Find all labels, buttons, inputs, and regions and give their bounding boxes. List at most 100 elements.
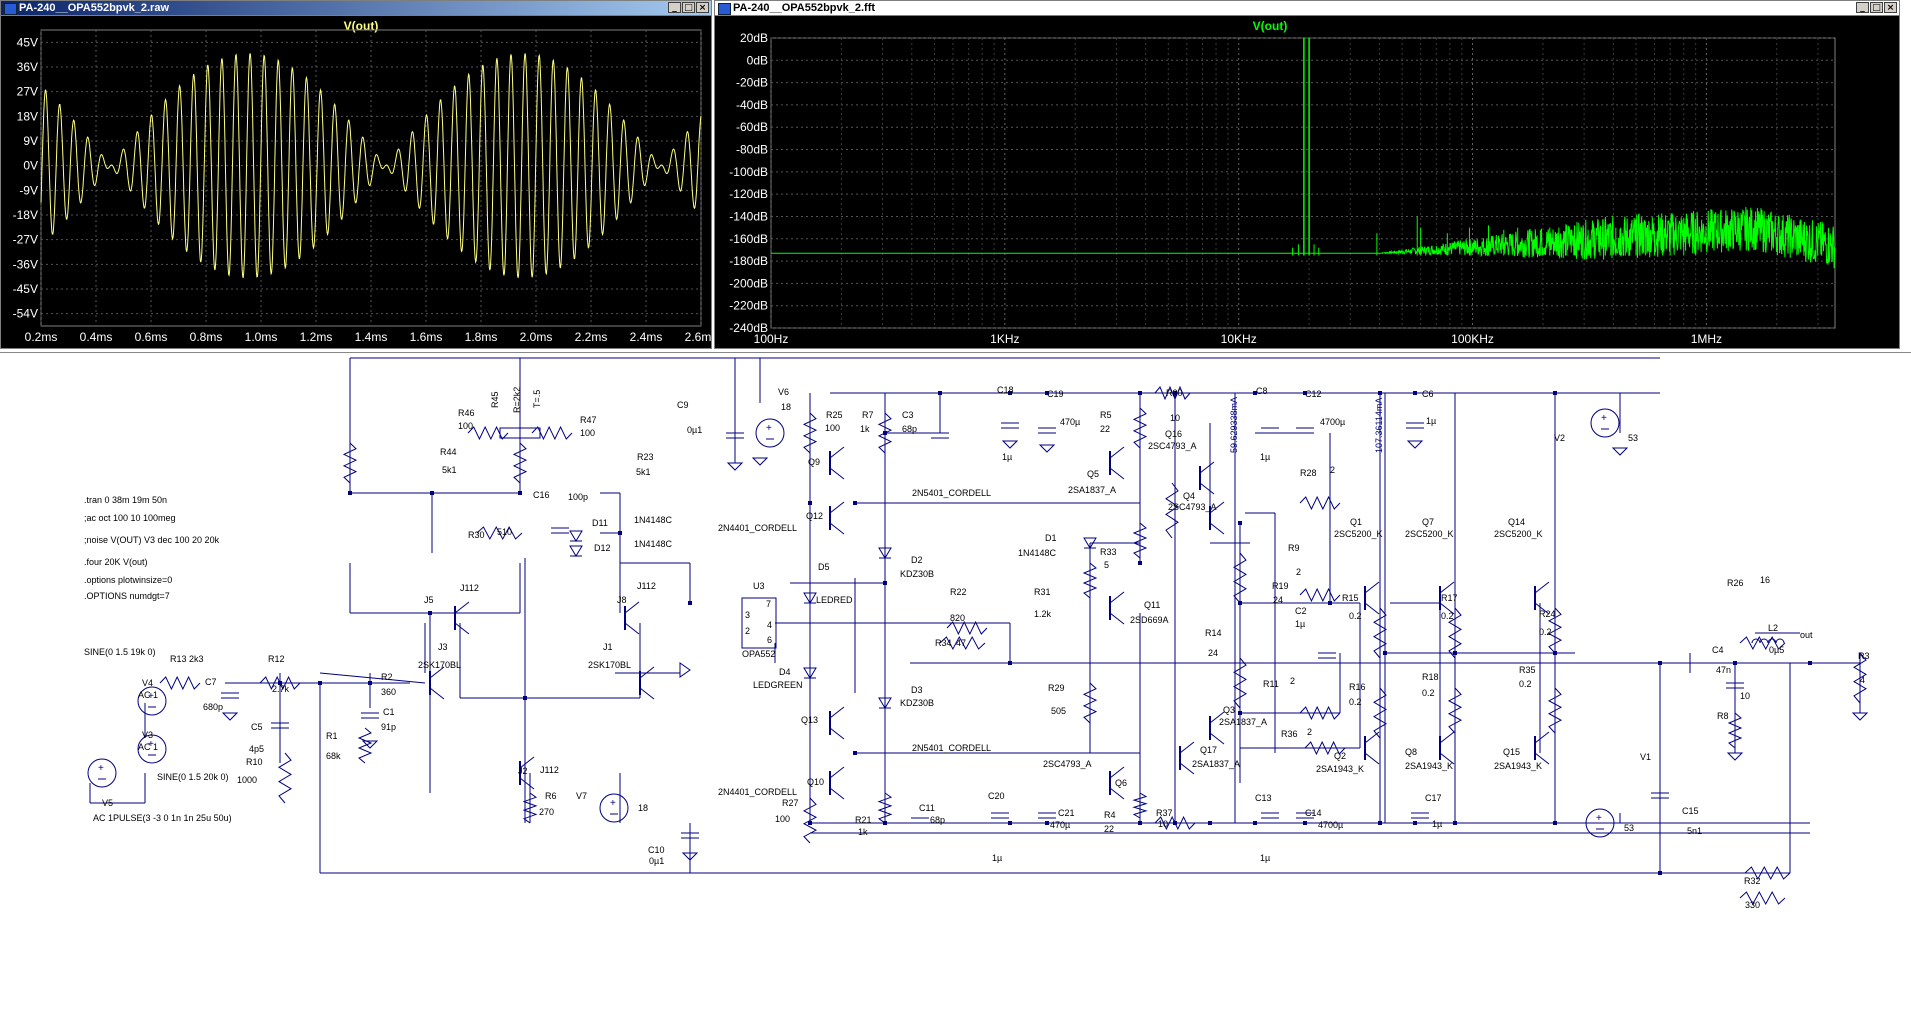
- schematic-label[interactable]: C17: [1425, 793, 1442, 803]
- schematic-label[interactable]: V7: [576, 791, 587, 801]
- schematic-label[interactable]: R16: [1349, 682, 1366, 692]
- schematic-label[interactable]: 2SC5200_K: [1334, 529, 1383, 539]
- schematic-label[interactable]: 1µ: [1260, 452, 1270, 462]
- resistor[interactable]: [1082, 682, 1098, 724]
- schematic-label[interactable]: Q16: [1165, 429, 1182, 439]
- schematic-label[interactable]: 7: [766, 599, 771, 609]
- schematic-label[interactable]: Q12: [806, 511, 823, 521]
- schematic-label[interactable]: R15: [1342, 593, 1359, 603]
- schematic-label[interactable]: LEDRED: [816, 595, 853, 605]
- schematic-label[interactable]: 10: [1740, 691, 1750, 701]
- diode[interactable]: [1083, 537, 1097, 549]
- schematic-label[interactable]: 5k1: [636, 467, 651, 477]
- minimize-button[interactable]: _: [1856, 2, 1869, 13]
- schematic-label[interactable]: J1: [603, 642, 613, 652]
- schematic-label[interactable]: R25: [826, 410, 843, 420]
- schematic-label[interactable]: 0.2: [1539, 627, 1552, 637]
- schematic-label[interactable]: 2SK170BL: [588, 660, 631, 670]
- schematic-label[interactable]: R19: [1272, 581, 1289, 591]
- resistor[interactable]: [259, 675, 301, 691]
- schematic-label[interactable]: R34: [935, 638, 952, 648]
- schematic-label[interactable]: Q15: [1503, 747, 1520, 757]
- schematic-label[interactable]: Q6: [1115, 778, 1127, 788]
- schematic-label[interactable]: 91p: [381, 722, 396, 732]
- schematic-label[interactable]: 4: [767, 620, 772, 630]
- close-button[interactable]: ×: [1884, 2, 1897, 13]
- resistor[interactable]: [1154, 385, 1191, 401]
- schematic-label[interactable]: LEDGREEN: [753, 680, 803, 690]
- schematic-label[interactable]: 2: [1330, 465, 1335, 475]
- schematic-label[interactable]: D5: [818, 562, 830, 572]
- schematic-label[interactable]: C21: [1058, 808, 1075, 818]
- schematic-label[interactable]: 59.629338mA: [1229, 397, 1239, 453]
- schematic-label[interactable]: Q13: [801, 715, 818, 725]
- schematic-label[interactable]: 18: [781, 402, 791, 412]
- schematic-label[interactable]: V3: [142, 730, 153, 740]
- schematic-label[interactable]: 2SC4793_A: [1148, 441, 1197, 451]
- schematic-label[interactable]: AC 1PULSE(3 -3 0 1n 1n 25u 50u): [93, 813, 232, 823]
- schematic-label[interactable]: 2SA1943_K: [1405, 761, 1453, 771]
- schematic-label[interactable]: 470µ: [1050, 820, 1070, 830]
- schematic-label[interactable]: R46: [458, 408, 475, 418]
- schematic-label[interactable]: J2: [518, 766, 528, 776]
- schematic-label[interactable]: C3: [902, 410, 914, 420]
- schematic-label[interactable]: Q4: [1183, 491, 1195, 501]
- fft-plot[interactable]: V(out) 20dB0dB-20dB-40dB-60dB-80dB-100dB…: [715, 16, 1899, 348]
- schematic-label[interactable]: R28: [1300, 468, 1317, 478]
- schematic-label[interactable]: R11: [1263, 679, 1279, 689]
- schematic-label[interactable]: 680p: [203, 702, 223, 712]
- schematic-label[interactable]: C16: [533, 490, 550, 500]
- potentiometer-r45[interactable]: [499, 427, 541, 439]
- schematic-label[interactable]: R17: [1441, 593, 1458, 603]
- schematic-label[interactable]: R3: [1858, 651, 1870, 661]
- schematic-label[interactable]: 2N5401_CORDELL: [912, 743, 991, 753]
- voltage-source[interactable]: [1585, 808, 1615, 838]
- voltage-source[interactable]: [1590, 408, 1620, 438]
- voltage-source[interactable]: [137, 686, 167, 716]
- resistor[interactable]: [342, 442, 358, 484]
- schematic-label[interactable]: R18: [1422, 672, 1439, 682]
- schematic-canvas[interactable]: .tran 0 38m 19m 50n ;ac oct 100 10 100me…: [0, 353, 1911, 1019]
- schematic-label[interactable]: R24: [1539, 609, 1556, 619]
- resistor[interactable]: [939, 635, 986, 651]
- schematic-label[interactable]: U3: [753, 581, 765, 591]
- schematic-label[interactable]: 2SA1943_K: [1316, 764, 1364, 774]
- voltage-source[interactable]: [137, 734, 167, 764]
- schematic-label[interactable]: 68p: [930, 815, 945, 825]
- schematic-label[interactable]: D11: [592, 518, 608, 528]
- schematic-label[interactable]: 1µ: [1432, 819, 1442, 829]
- schematic-label[interactable]: V6: [778, 387, 789, 397]
- resistor[interactable]: [278, 752, 292, 804]
- schematic-label[interactable]: 0.2: [1519, 679, 1532, 689]
- schematic-label[interactable]: R5: [1100, 410, 1112, 420]
- resistor[interactable]: [1299, 705, 1341, 721]
- schematic-label[interactable]: R7: [862, 410, 874, 420]
- schematic-label[interactable]: 1µ: [1002, 452, 1012, 462]
- directive-options-plotwinsize[interactable]: .options plotwinsize=0: [84, 575, 172, 585]
- resistor[interactable]: [1739, 890, 1786, 906]
- schematic-label[interactable]: 24: [1208, 648, 1218, 658]
- schematic-label[interactable]: KDZ30B: [900, 569, 934, 579]
- schematic-label[interactable]: 0µ5: [1769, 645, 1784, 655]
- schematic-label[interactable]: R47: [580, 415, 597, 425]
- schematic-label[interactable]: SINE(0 1.5 19k 0): [84, 647, 156, 657]
- schematic-label[interactable]: 2SC5200_K: [1494, 529, 1543, 539]
- schematic-label[interactable]: 68p: [902, 424, 917, 434]
- resistor[interactable]: [357, 727, 373, 764]
- schematic-label[interactable]: SINE(0 1.5 20k 0): [157, 772, 229, 782]
- schematic-label[interactable]: 47: [956, 638, 966, 648]
- schematic-editor[interactable]: .tran 0 38m 19m 50n ;ac oct 100 10 100me…: [0, 352, 1911, 1019]
- schematic-label[interactable]: C12: [1305, 389, 1322, 399]
- schematic-label[interactable]: C4: [1712, 645, 1724, 655]
- resistor[interactable]: [1853, 652, 1867, 704]
- schematic-label[interactable]: C6: [1422, 389, 1434, 399]
- schematic-label[interactable]: 4p5: [249, 744, 264, 754]
- diode[interactable]: [569, 530, 583, 542]
- schematic-label[interactable]: D2: [911, 555, 923, 565]
- schematic-label[interactable]: 1k: [860, 424, 870, 434]
- resistor[interactable]: [1299, 587, 1341, 603]
- diode[interactable]: [569, 545, 583, 557]
- opamp-u3[interactable]: [741, 597, 777, 649]
- schematic-label[interactable]: AC 1: [138, 690, 158, 700]
- schematic-label[interactable]: 5: [1104, 560, 1109, 570]
